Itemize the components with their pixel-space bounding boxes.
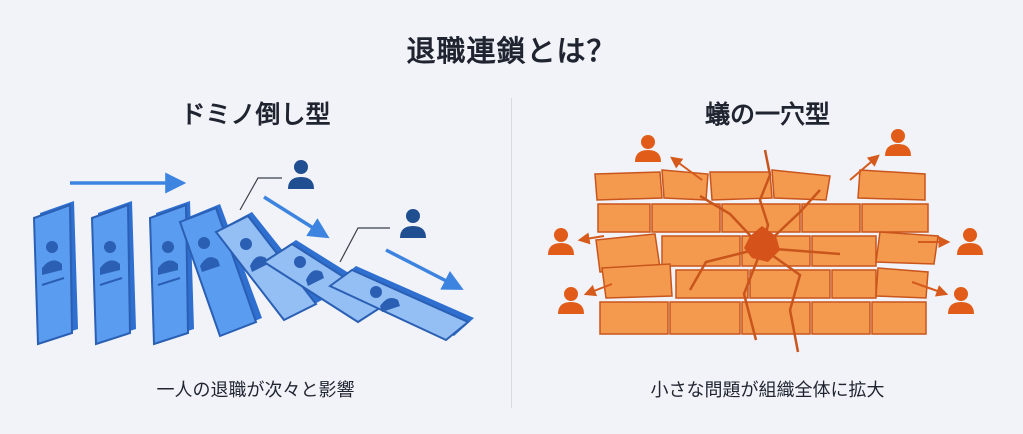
brick (669, 301, 741, 335)
brick (771, 169, 831, 201)
brick (651, 203, 721, 233)
brick (871, 301, 927, 335)
anthole-caption: 小さな問題が組織全体に拡大 (650, 380, 885, 401)
brick (599, 301, 669, 335)
crack-hole (744, 226, 780, 262)
brick (831, 269, 877, 299)
spread-arrow (670, 156, 703, 181)
connector-line (239, 177, 282, 211)
brick (811, 235, 877, 267)
spread-arrow (577, 232, 605, 245)
person-icon (635, 135, 661, 162)
brick (709, 171, 773, 201)
panel-divider (511, 98, 512, 408)
domino-fallen (328, 266, 474, 342)
domino-standing-3 (148, 201, 194, 346)
domino-panel-title: ドミノ倒し型 (180, 100, 331, 129)
person-icon (400, 209, 426, 238)
brick (597, 203, 651, 233)
connector-line (339, 227, 390, 263)
person-icon (288, 160, 314, 189)
person-icon (957, 228, 983, 255)
anthole-panel-title: 蟻の一穴型 (704, 100, 830, 129)
domino-tilting-1 (178, 204, 262, 338)
brick (601, 263, 673, 299)
flow-arrow (385, 248, 464, 290)
brick (801, 203, 861, 233)
spread-arrow (911, 281, 949, 297)
brick (749, 269, 831, 299)
cracked-wall-illustration (548, 129, 983, 353)
person-icon (558, 287, 584, 314)
brick (661, 235, 741, 267)
page-title: 退職連鎖とは？ (406, 34, 617, 68)
spread-arrow (849, 154, 880, 181)
brick (861, 203, 929, 233)
brick (875, 267, 929, 299)
brick (875, 231, 939, 265)
domino-standing-1 (32, 201, 78, 346)
brick (594, 171, 663, 201)
brick (811, 301, 871, 335)
person-icon (885, 129, 911, 156)
person-icon (548, 228, 574, 255)
domino-standing-2 (90, 201, 136, 346)
flow-arrow (263, 195, 330, 239)
domino-illustration (32, 160, 474, 346)
person-icon (948, 287, 974, 314)
spread-arrow (583, 283, 613, 297)
brick (675, 269, 749, 299)
domino-caption: 一人の退職が次々と影響 (156, 380, 355, 401)
brick (857, 169, 926, 201)
